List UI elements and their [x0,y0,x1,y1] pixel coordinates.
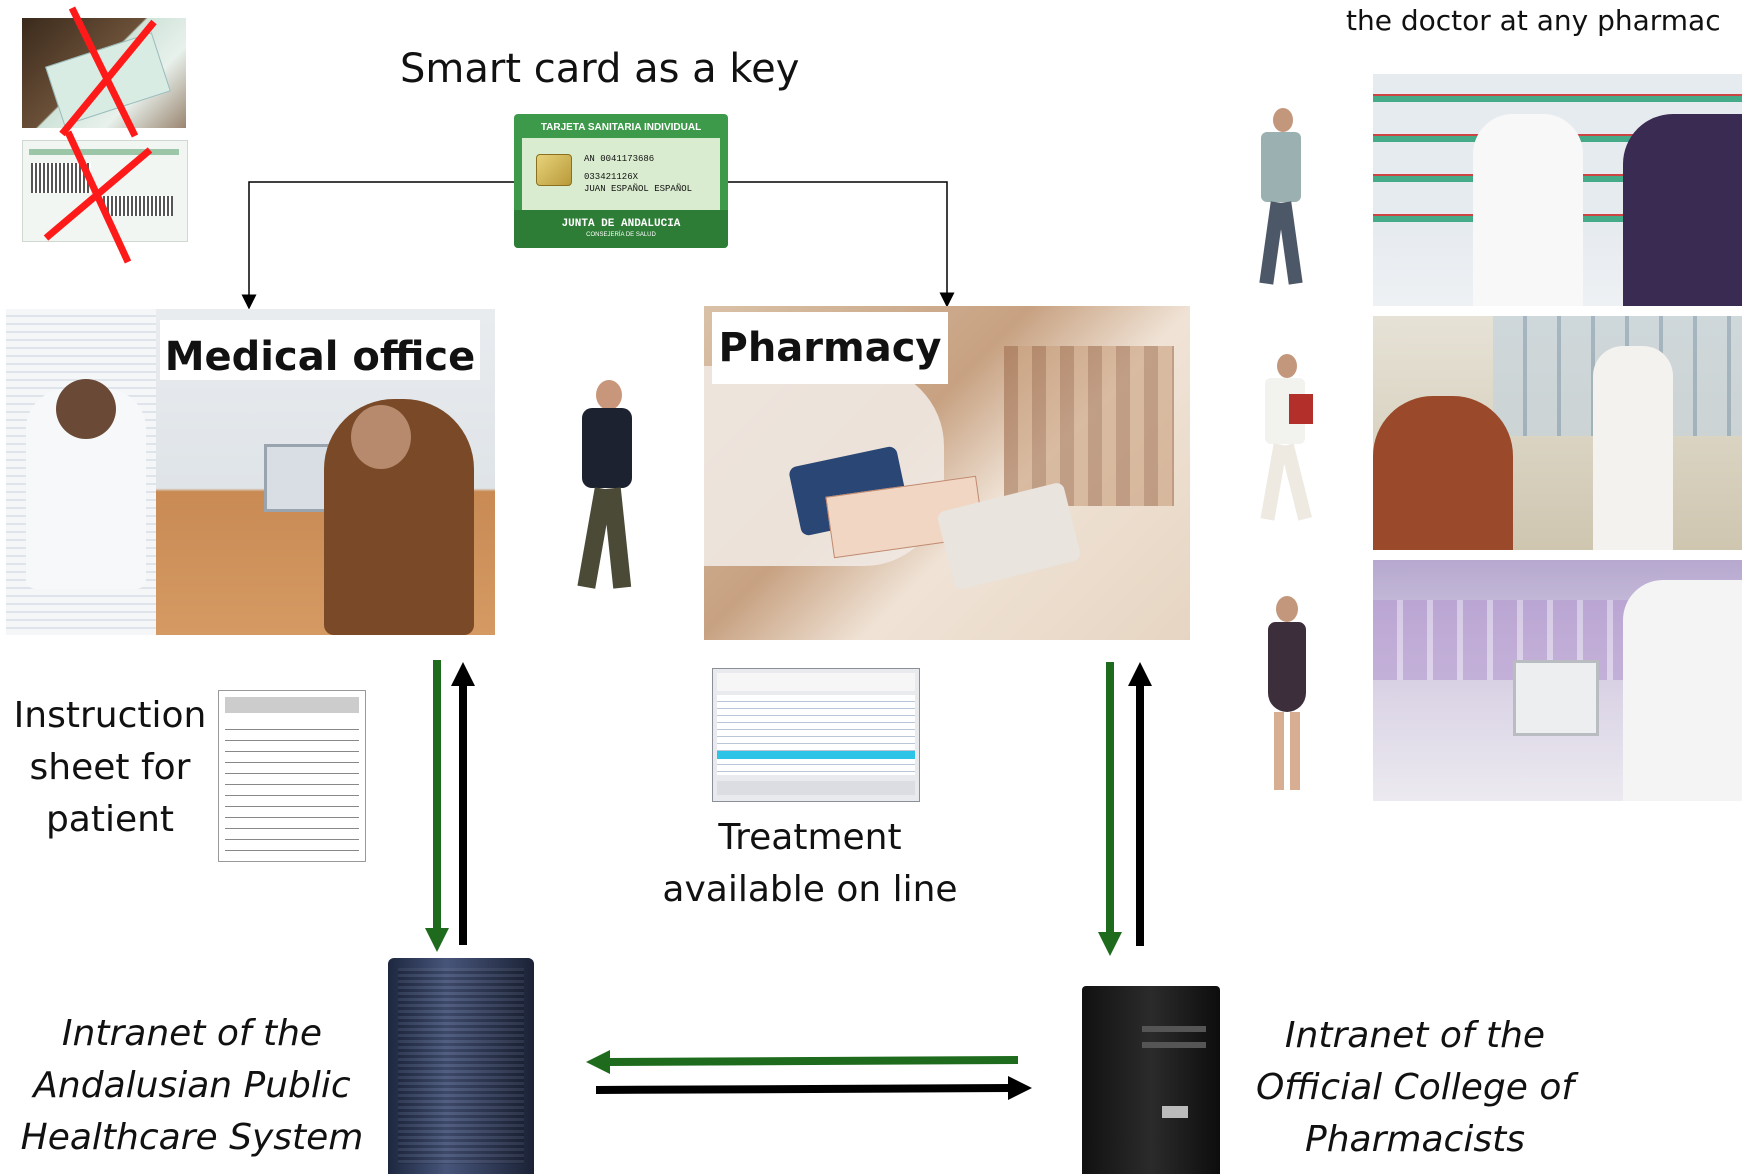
walking-person-figure-3 [1258,596,1318,796]
card-issuer: JUNTA DE ANDALUCIA [561,218,681,230]
red-cross-icon [43,6,157,264]
pharmacy-scene-photo-2 [1373,316,1742,550]
card-title: TARJETA SANITARIA INDIVIDUAL [540,122,702,133]
card-holder: JUAN ESPAÑOL ESPAÑOL [584,184,693,194]
intranet-right-text: Intranet of the Official College of Phar… [1230,1010,1600,1166]
server-icon-left [388,958,534,1174]
intranet-right-line-1: Intranet of the [1284,1015,1546,1056]
walking-man-figure [554,380,654,595]
intranet-right-line-3: Pharmacists [1305,1119,1525,1160]
smart-card-caption: Smart card as a key [400,46,800,92]
instruction-line-1: Instruction [13,695,207,736]
card-issuer-sub: CONSEJERÍA DE SALUD [586,232,656,238]
pharmacy-scene-photo-3 [1373,560,1742,801]
treatment-line-1: Treatment [718,817,902,858]
walking-person-figure-1 [1245,108,1315,288]
top-right-caption: the doctor at any pharmac [1346,4,1721,37]
instruction-line-2: sheet for [29,747,191,788]
chip-icon [536,154,572,186]
walking-person-figure-2 [1245,354,1335,524]
treatment-screenshot [712,668,920,802]
server-icon-right [1082,986,1220,1174]
intranet-left-text: Intranet of the Andalusian Public Health… [0,1008,384,1164]
card-number: AN 0041173686 [584,154,655,164]
pharmacy-scene-photo-1 [1373,74,1742,306]
instruction-line-3: patient [45,799,175,840]
instruction-sheet-text: Instruction sheet for patient [10,690,210,846]
medical-office-label: Medical office [160,320,480,380]
card-id: 033421126X [584,172,639,182]
intranet-left-line-1: Intranet of the [61,1013,323,1054]
instruction-sheet-document [218,690,366,862]
intranet-left-line-2: Andalusian Public [33,1065,351,1106]
intranet-left-line-3: Healthcare System [20,1117,364,1158]
pharmacy-label: Pharmacy [712,312,948,384]
intranet-right-line-2: Official College of [1255,1067,1575,1108]
treatment-line-2: available on line [662,869,958,910]
smart-card: TARJETA SANITARIA INDIVIDUAL AN 00411736… [514,114,728,248]
treatment-text: Treatment available on line [650,812,970,916]
